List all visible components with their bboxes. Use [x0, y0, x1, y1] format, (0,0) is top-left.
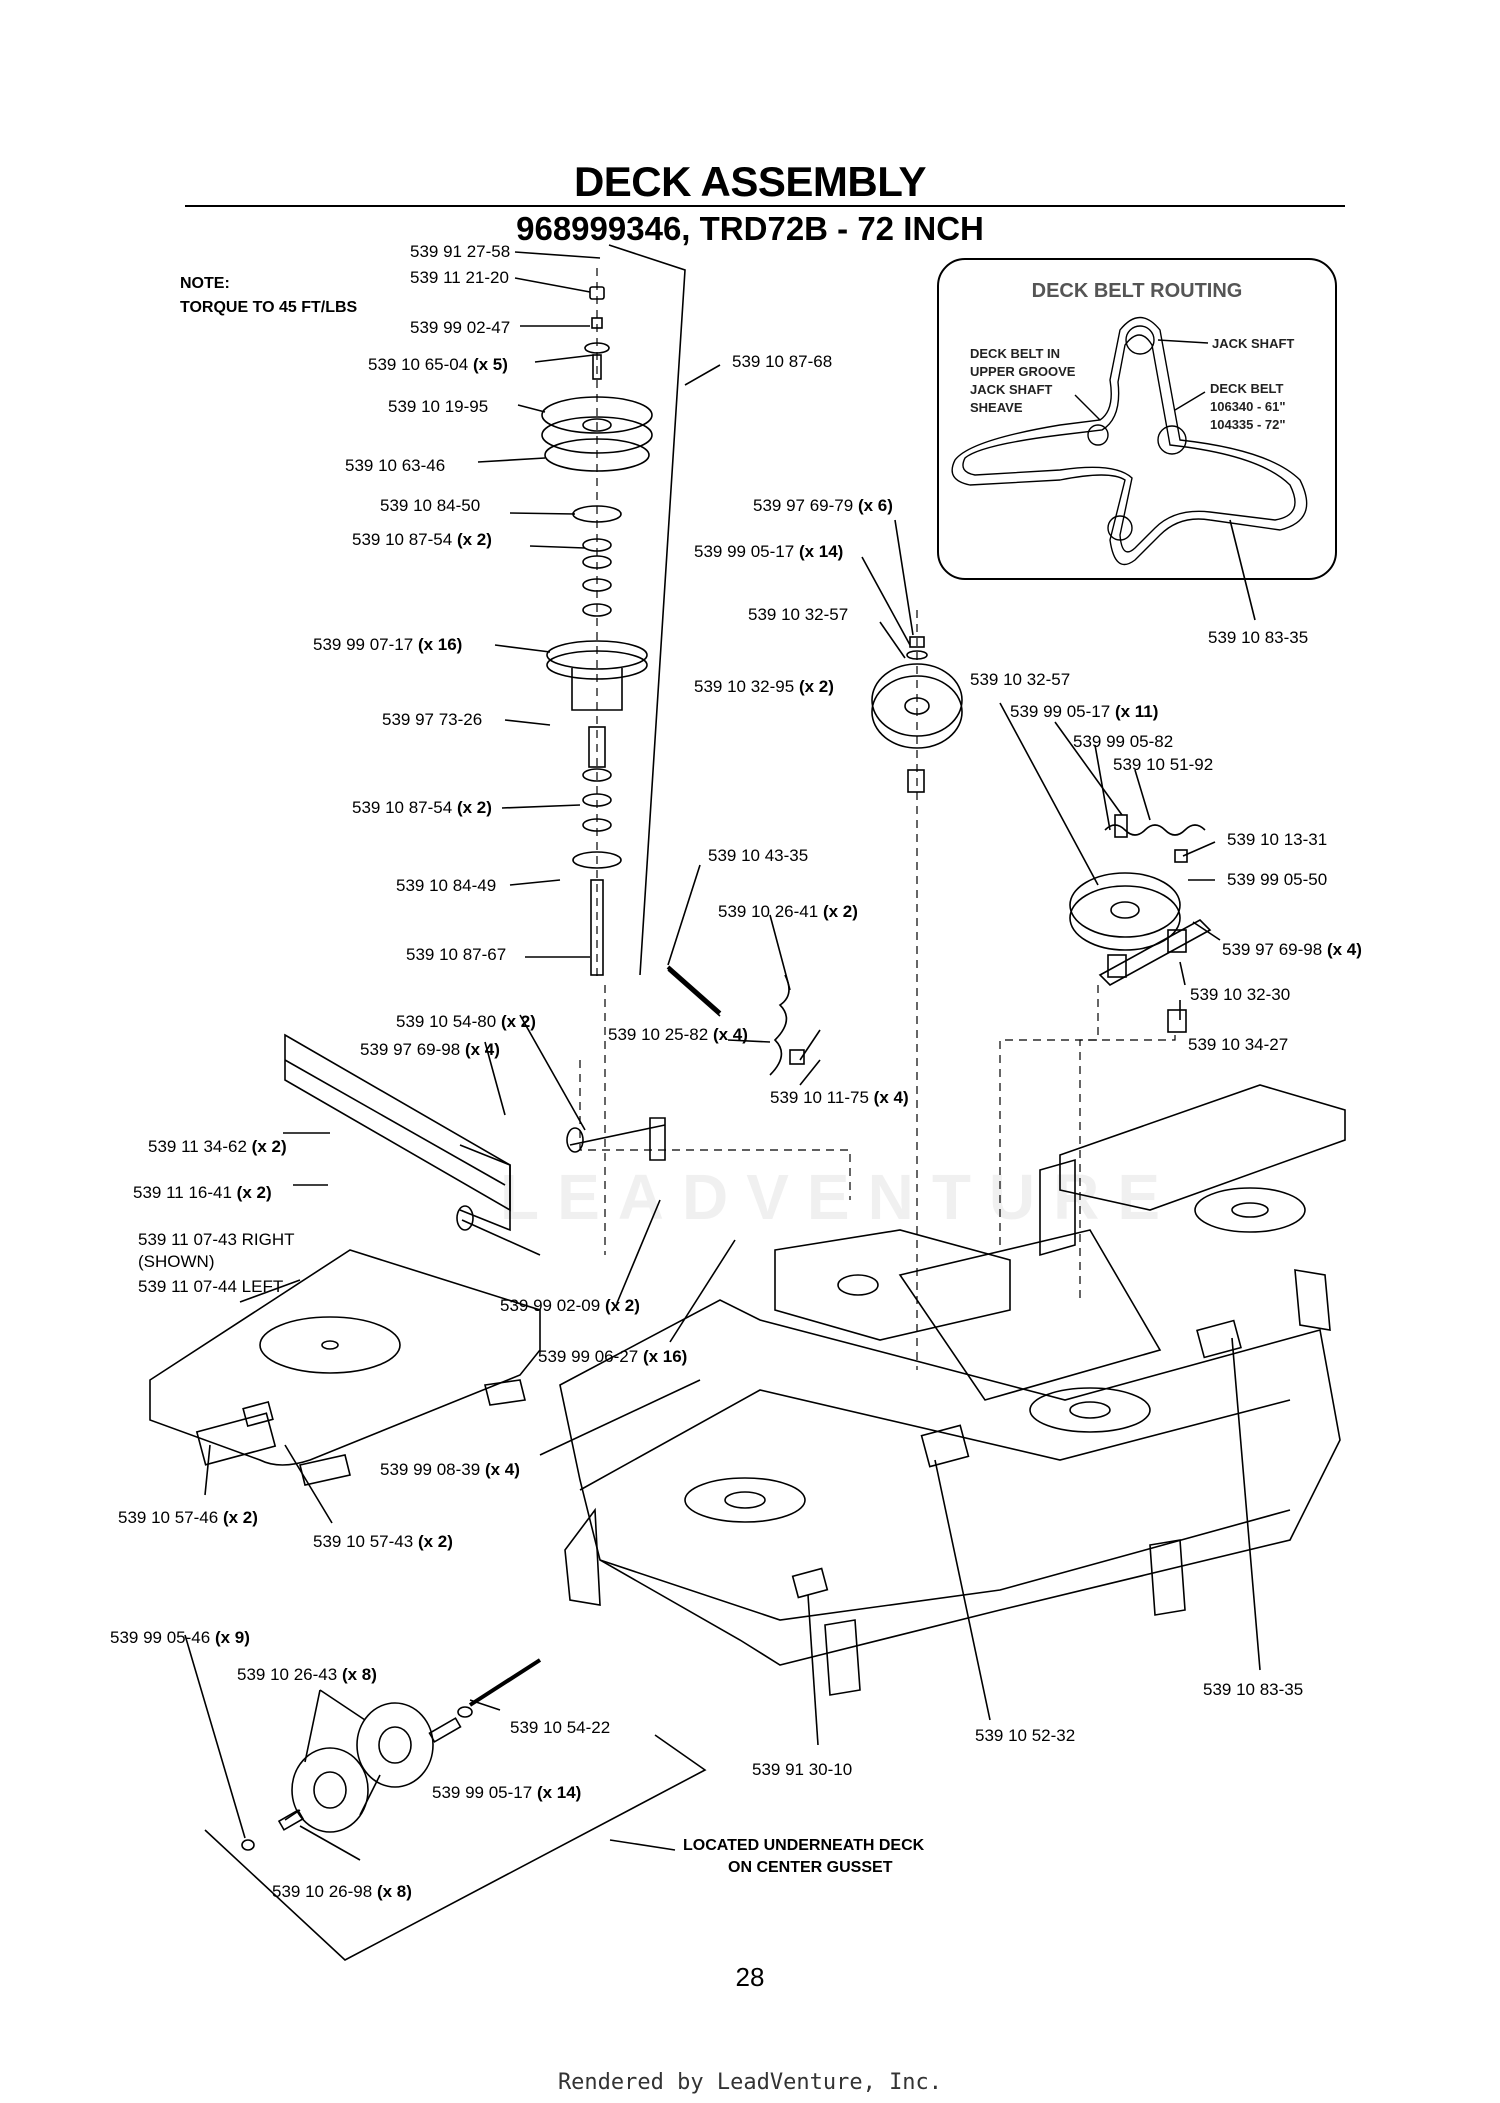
- located-note-line: ON CENTER GUSSET: [728, 1859, 893, 1876]
- part-callout: 539 10 26-43 (x 8): [237, 1665, 377, 1684]
- belt-routing-box: [937, 258, 1337, 580]
- footer-credit: Rendered by LeadVenture, Inc.: [557, 2070, 943, 2095]
- part-callout: 539 99 05-17 (x 11): [1010, 702, 1159, 721]
- part-callout: 539 99 05-82: [1073, 732, 1174, 751]
- part-callout: 539 10 51-92: [1113, 755, 1214, 774]
- part-callout: 539 10 54-80 (x 2): [396, 1012, 536, 1031]
- part-callout: 539 97 69-79 (x 6): [753, 496, 893, 515]
- title-rule: [185, 205, 1345, 207]
- part-callout: 539 10 26-98 (x 8): [272, 1882, 412, 1901]
- part-callout: 539 10 11-75 (x 4): [770, 1088, 909, 1107]
- part-callout: 539 10 32-30: [1190, 985, 1291, 1004]
- part-callout: 539 10 83-35: [1203, 1680, 1304, 1699]
- part-callout: 539 10 26-41 (x 2): [718, 902, 858, 921]
- part-callout: 539 99 07-17 (x 16): [313, 635, 463, 654]
- belt-routing-title: DECK BELT ROUTING: [1031, 280, 1243, 302]
- located-note-line: LOCATED UNDERNEATH DECK: [683, 1837, 925, 1854]
- part-callout: 539 10 19-95: [388, 397, 489, 416]
- note-text: TORQUE TO 45 FT/LBS: [180, 299, 358, 316]
- part-callout: 539 10 52-32: [975, 1726, 1076, 1745]
- part-callout: 539 10 83-35: [1208, 628, 1309, 647]
- part-callout: 539 10 34-27: [1188, 1035, 1289, 1054]
- part-callout: 539 10 43-35: [708, 846, 809, 865]
- part-callout: 539 10 32-57: [970, 670, 1071, 689]
- part-callout: 539 10 87-68: [732, 352, 833, 371]
- part-callout: 539 99 08-39 (x 4): [380, 1460, 520, 1479]
- part-callout: 539 10 84-49: [396, 876, 497, 895]
- part-callout: 539 97 69-98 (x 4): [360, 1040, 500, 1059]
- part-callout: 539 99 06-27 (x 16): [538, 1347, 688, 1366]
- upper-label-line: SHEAVE: [970, 400, 1023, 415]
- part-callout: 539 10 63-46: [345, 456, 446, 475]
- part-callout: 539 10 32-57: [748, 605, 849, 624]
- part-callout: 539 99 02-09 (x 2): [500, 1296, 640, 1315]
- part-callout: 539 97 73-26: [382, 710, 483, 729]
- part-callout: 539 11 07-43 RIGHT: [138, 1230, 295, 1249]
- part-callout: 539 99 05-46 (x 9): [110, 1628, 250, 1647]
- part-callout: 539 11 21-20: [410, 268, 509, 287]
- part-callout: 539 11 16-41 (x 2): [133, 1183, 272, 1202]
- deck-belt-label: DECK BELT 106340 - 61" 104335 - 72": [1210, 380, 1286, 434]
- part-callout: 539 10 13-31: [1227, 830, 1328, 849]
- part-callout: 539 91 27-58: [410, 242, 511, 261]
- page-number: 28: [735, 1962, 765, 1992]
- part-callout: 539 99 05-17 (x 14): [432, 1783, 582, 1802]
- part-callout: 539 97 69-98 (x 4): [1222, 940, 1362, 959]
- part-callout: 539 10 87-67: [406, 945, 507, 964]
- upper-label-line: UPPER GROOVE: [970, 364, 1076, 379]
- part-callout: (SHOWN): [138, 1252, 215, 1271]
- deck-belt-line: 106340 - 61": [1210, 399, 1286, 414]
- part-callout: 539 10 32-95 (x 2): [694, 677, 834, 696]
- model-subtitle: 968999346, TRD72B - 72 INCH: [516, 210, 984, 247]
- page-title: DECK ASSEMBLY: [573, 158, 927, 205]
- deck-belt-line: DECK BELT: [1210, 381, 1284, 396]
- part-callout: 539 99 05-17 (x 14): [694, 542, 844, 561]
- part-callout: 539 99 05-50: [1227, 870, 1328, 889]
- watermark: LEADVENTURE: [500, 1161, 1179, 1233]
- torque-note: NOTE: TORQUE TO 45 FT/LBS: [180, 272, 357, 320]
- part-callout: 539 91 30-10: [752, 1760, 853, 1779]
- part-callout: 539 99 02-47: [410, 318, 511, 337]
- part-callout: 539 10 65-04 (x 5): [368, 355, 508, 374]
- part-callout: 539 10 87-54 (x 2): [352, 530, 492, 549]
- part-callout: 539 10 57-43 (x 2): [313, 1532, 453, 1551]
- upper-label-line: JACK SHAFT: [970, 382, 1053, 397]
- part-callout: 539 10 84-50: [380, 496, 481, 515]
- note-heading: NOTE:: [180, 275, 230, 292]
- part-callout: 539 11 34-62 (x 2): [148, 1137, 287, 1156]
- deck-belt-line: 104335 - 72": [1210, 417, 1286, 432]
- part-callout: 539 10 57-46 (x 2): [118, 1508, 258, 1527]
- belt-routing-upper-label: DECK BELT IN UPPER GROOVE JACK SHAFT SHE…: [970, 345, 1075, 417]
- part-callout: 539 10 87-54 (x 2): [352, 798, 492, 817]
- part-callout: 539 10 54-22: [510, 1718, 611, 1737]
- part-callout: 539 10 25-82 (x 4): [608, 1025, 748, 1044]
- part-callout: 539 11 07-44 LEFT: [138, 1277, 284, 1296]
- upper-label-line: DECK BELT IN: [970, 346, 1061, 361]
- jack-shaft-label: JACK SHAFT: [1212, 336, 1295, 351]
